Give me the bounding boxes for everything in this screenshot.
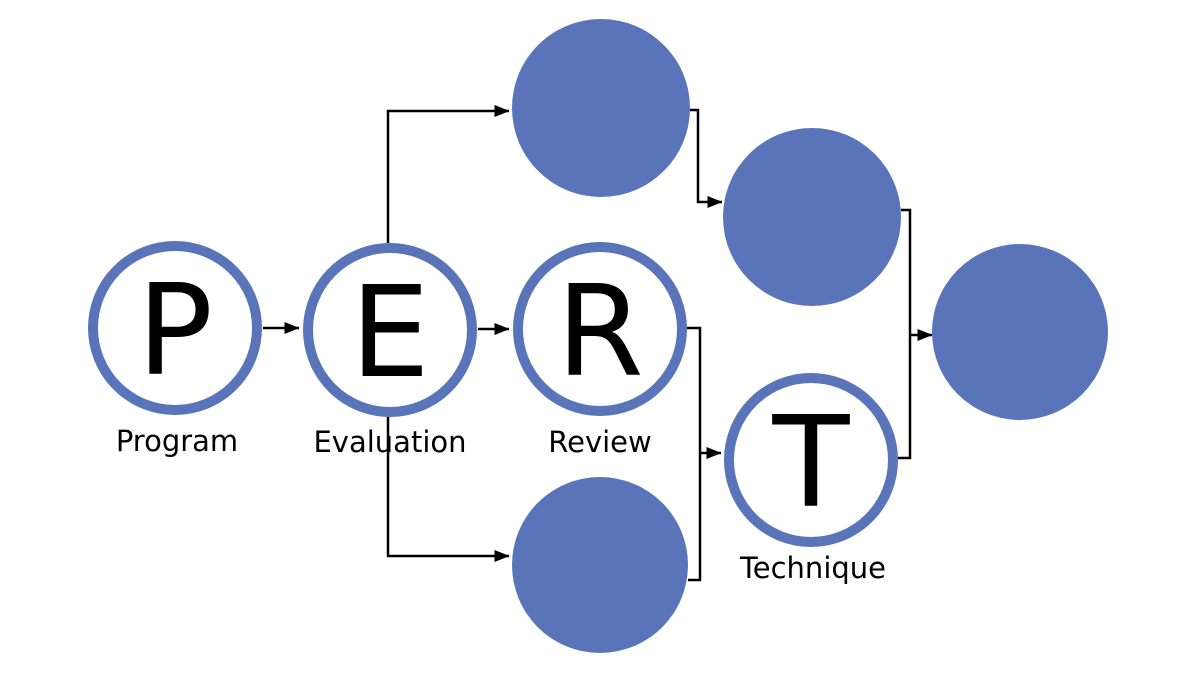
node-letter-e: E [350,259,430,406]
connector-e-to-top-node [386,105,510,243]
connector-trunk-r-and-bottom-node [687,326,702,582]
connector-e-to-bottom-node [386,417,510,562]
node-circle-p [88,241,262,415]
node-circle-r [513,242,687,416]
node-label-program: Program [116,424,238,458]
node-letter-p: P [137,257,213,404]
node-labels: Program Evaluation Review Technique [116,424,886,585]
connector-trunk-upper-right-and-t [898,208,912,460]
node-circle-t [724,373,898,547]
connectors [263,105,933,582]
plain-node-top [512,19,690,197]
node-label-evaluation: Evaluation [313,425,466,459]
plain-node-upper-right [723,128,901,306]
plain-node-final [932,244,1108,420]
node-circle-e [303,243,477,417]
node-letter-r: R [556,258,644,405]
connector-top-node-to-upper-right-node [690,108,723,208]
plain-nodes [512,19,1108,653]
node-label-review: Review [548,425,651,459]
node-letter-t: T [772,389,851,536]
node-label-technique: Technique [739,551,886,585]
letter-nodes: P E R T [88,241,898,547]
plain-node-bottom [512,477,688,653]
